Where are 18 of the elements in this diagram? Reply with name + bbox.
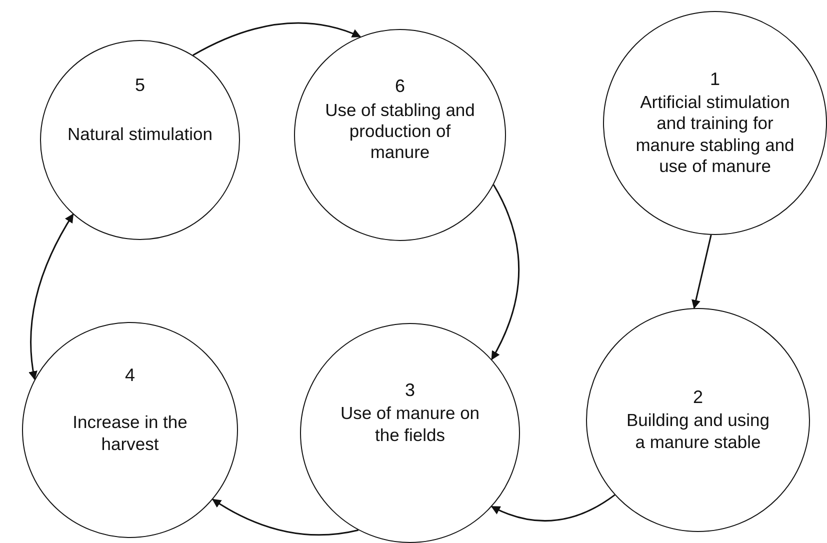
step-number: 3: [404, 380, 415, 402]
step-number: 1: [710, 68, 720, 90]
step-text: Use of stabling and production of manure: [325, 100, 475, 164]
arrow: [692, 234, 712, 309]
arrow: [192, 22, 362, 56]
arrow: [212, 498, 359, 536]
step-number: 4: [124, 364, 135, 386]
step-number: 5: [134, 74, 145, 96]
step-text: Building and using a manure stable: [625, 410, 771, 454]
step-number: 2: [692, 386, 703, 408]
arrow: [491, 184, 520, 360]
step-text: Natural stimulation: [66, 124, 214, 146]
step-text: Artificial stimulation and training for manure stabling and use of manure: [635, 92, 795, 178]
arrow: [490, 494, 616, 522]
step-text: Use of manure on the fields: [339, 403, 481, 446]
step-number: 6: [394, 76, 405, 98]
step-text: Increase in the harvest: [72, 412, 188, 456]
arrow: [28, 214, 74, 380]
